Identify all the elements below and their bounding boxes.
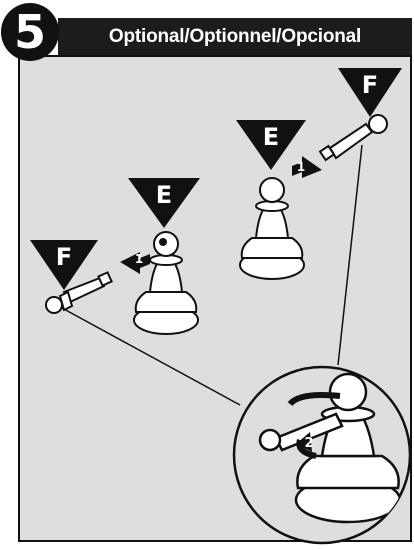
- step-title: Optional/Optionnel/Opcional: [58, 18, 412, 55]
- peg-part-f-right: [320, 115, 387, 160]
- callout-label-e-right: E: [256, 123, 286, 151]
- callout-label-e-left: E: [149, 181, 179, 209]
- rotate-step-label: 2: [294, 436, 324, 451]
- peg-part-f-left: [46, 272, 112, 313]
- step-number: 5: [0, 2, 60, 62]
- callout-label-f-right: F: [355, 71, 385, 99]
- pawn-piece-right: [240, 178, 304, 279]
- insert-step-label-left: 1: [124, 252, 154, 266]
- callout-label-f-left: F: [49, 243, 79, 271]
- pawn-piece-left: [134, 232, 198, 334]
- leader-line-right: [338, 145, 362, 365]
- insert-step-label-right: 1: [286, 160, 316, 174]
